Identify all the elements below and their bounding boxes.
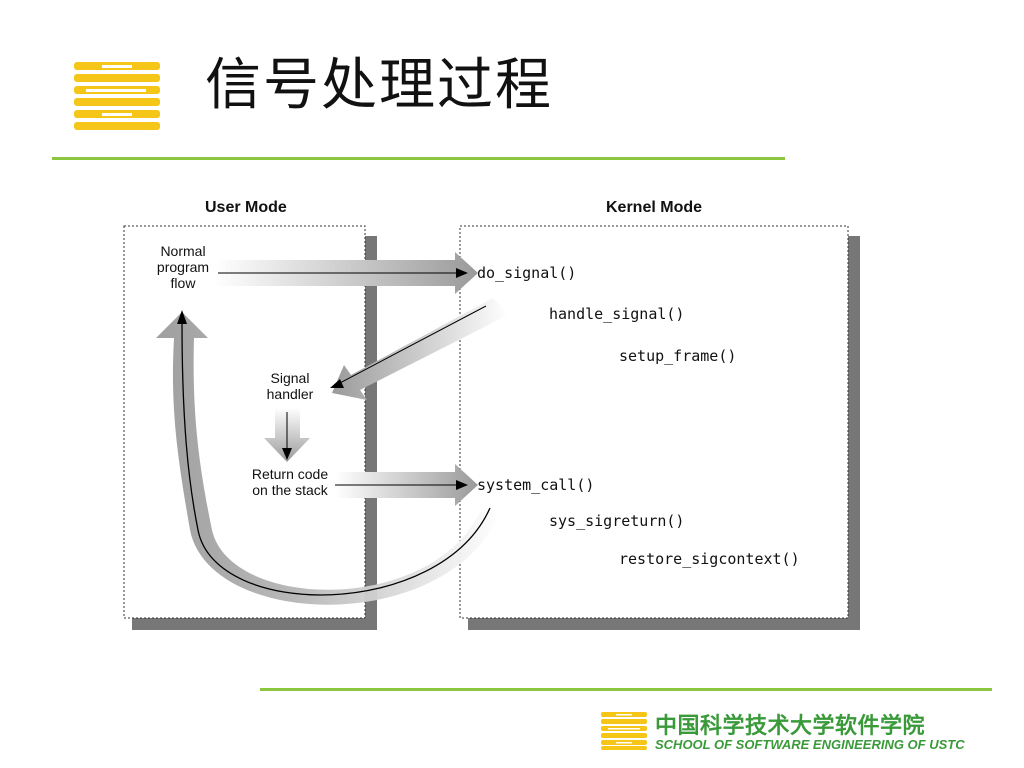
normal-flow-line-3: flow bbox=[170, 275, 196, 291]
footer-logo-icon bbox=[600, 711, 648, 751]
fn-setup-frame: setup_frame() bbox=[619, 347, 737, 365]
arrow-head-system-call bbox=[456, 480, 468, 490]
arrow-head-return bbox=[177, 310, 187, 324]
return-code-line-1: Return code bbox=[251, 466, 329, 482]
fn-system-call: system_call() bbox=[477, 476, 595, 494]
signal-diagram-svg bbox=[123, 225, 860, 630]
user-mode-title: User Mode bbox=[205, 199, 287, 216]
fn-handle-signal: handle_signal() bbox=[549, 305, 685, 323]
arrow-line-return bbox=[181, 321, 491, 596]
page-title: 信号处理过程 bbox=[205, 53, 553, 118]
normal-flow-line-2: program bbox=[156, 259, 210, 275]
normal-flow-label: Normal program flow bbox=[150, 243, 216, 291]
kernel-mode-box bbox=[459, 225, 849, 619]
arrow-head-handler-down bbox=[282, 448, 292, 460]
fn-do-signal: do_signal() bbox=[477, 264, 577, 282]
signal-handler-line-2: handler bbox=[266, 386, 314, 402]
return-uturn-band bbox=[156, 312, 500, 605]
title-divider bbox=[52, 157, 785, 160]
signal-diagram bbox=[100, 190, 880, 640]
return-code-line-2: on the stack bbox=[252, 482, 328, 498]
footer-school-en: SCHOOL OF SOFTWARE ENGINEERING OF USTC bbox=[655, 737, 965, 752]
footer-divider bbox=[260, 688, 992, 691]
arrow-head-do-signal bbox=[456, 268, 468, 278]
fn-restore-sigcontext: restore_sigcontext() bbox=[619, 550, 800, 568]
title-logo-icon bbox=[72, 60, 162, 132]
arrow-line-handler bbox=[337, 305, 487, 385]
flow-to-handler-band bbox=[332, 298, 508, 400]
fn-sys-sigreturn: sys_sigreturn() bbox=[549, 512, 685, 530]
signal-handler-line-1: Signal bbox=[270, 370, 310, 386]
kernel-mode-title: Kernel Mode bbox=[606, 199, 703, 216]
arrow-head-handler bbox=[330, 379, 344, 388]
user-mode-box bbox=[123, 225, 366, 619]
return-code-label: Return code on the stack bbox=[244, 466, 336, 498]
normal-flow-line-1: Normal bbox=[160, 243, 206, 259]
signal-handler-label: Signal handler bbox=[258, 370, 322, 402]
footer-school-cn: 中国科学技术大学软件学院 bbox=[655, 714, 926, 739]
